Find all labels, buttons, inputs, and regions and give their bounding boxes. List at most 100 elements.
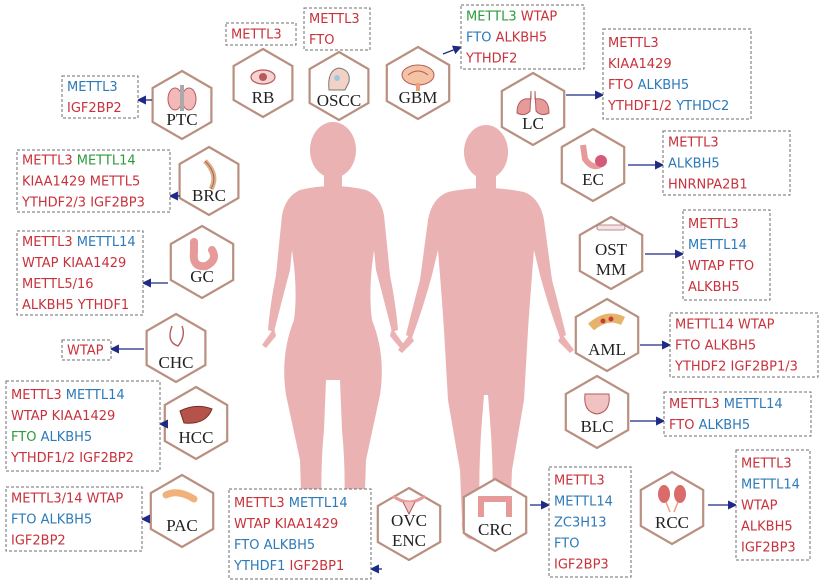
gene-line: WTAP <box>741 499 778 514</box>
gene-name: YTHDF1 <box>74 298 130 313</box>
gene-line: METTL3 <box>608 36 659 51</box>
hex-rb: RB <box>232 47 294 119</box>
gene-name: WTAP <box>67 344 104 359</box>
hex-shape <box>639 470 705 546</box>
gene-line: WTAP KIAA1429 <box>22 256 126 271</box>
gene-name: METTL3 <box>67 80 118 95</box>
gene-name: YTHDF1 <box>233 559 285 574</box>
gene-name: IGF2BP1/3 <box>726 360 797 375</box>
gene-name: IGF2BP1 <box>285 559 344 574</box>
box-border <box>662 130 791 196</box>
gene-line: METTL3 <box>67 80 118 95</box>
gene-name: FTO <box>554 537 579 552</box>
liver-icon <box>179 405 213 424</box>
gene-name: ALKBH5 <box>633 78 689 93</box>
gene-line: METTL3 <box>554 474 605 489</box>
arrow-gbm <box>442 45 463 55</box>
gene-name: FTO <box>608 78 633 93</box>
gene-name: IGF2BP2 <box>67 101 122 116</box>
hex-rcc: RCC <box>639 470 705 546</box>
gene-name: YTHDF2/3 <box>21 196 86 211</box>
hex-shape <box>145 312 207 384</box>
gene-line: METTL5/16 <box>22 277 94 292</box>
gene-box-chc: WTAP <box>61 339 112 361</box>
gene-box-rb: METTL3 <box>225 22 297 46</box>
gene-line: METTL3 METTL14 <box>669 397 783 412</box>
cancer-label: PAC <box>166 516 198 535</box>
box-border <box>548 466 632 578</box>
brain-icon <box>401 64 435 91</box>
gene-line: METTL14 WTAP <box>675 318 775 333</box>
cancer-label: LC <box>522 114 544 133</box>
gene-name: METTL3 <box>22 235 73 250</box>
cancer-label: HCC <box>179 428 214 447</box>
box-border <box>460 4 585 70</box>
gene-line: METTL3 <box>309 12 360 27</box>
gene-name: METTL14 <box>720 397 783 412</box>
hex-gbm: GBM <box>385 45 451 121</box>
gene-line: YTHDF2 <box>465 52 517 67</box>
gene-name: METTL3 <box>688 217 739 232</box>
pancreas-icon <box>162 489 198 503</box>
gene-line: ALKBH5 <box>668 157 720 172</box>
gene-line: ALKBH5 <box>688 280 740 295</box>
gene-name: YTHDF1/2 <box>607 99 672 114</box>
gene-name: KIAA1429 <box>608 57 672 72</box>
box-border <box>602 28 752 120</box>
gene-line: METTL14 <box>741 478 800 493</box>
gene-name: IGF2BP2 <box>75 451 134 466</box>
gene-line: KIAA1429 <box>608 57 672 72</box>
gene-line: METTL3 <box>231 28 282 43</box>
gene-line: METTL14 <box>688 238 747 253</box>
hex-shape <box>376 486 442 562</box>
box-border <box>303 7 371 51</box>
esophagus-icon <box>580 144 607 170</box>
hex-oscc: OSCC <box>308 50 370 122</box>
box-border <box>16 230 144 316</box>
gene-name: METTL3/14 <box>11 492 83 507</box>
gene-name: IGF2BP3 <box>741 541 796 556</box>
box-border <box>682 209 771 301</box>
cancer-label: EC <box>582 170 604 189</box>
box-border <box>225 22 297 46</box>
gene-line: WTAP FTO <box>688 259 754 274</box>
gene-line: IGF2BP2 <box>11 534 66 549</box>
hex-shape <box>178 145 240 217</box>
bile-duct-icon <box>169 325 185 347</box>
gene-name: METTL3 <box>668 136 719 151</box>
kidney-icon <box>658 485 686 513</box>
gene-name: FTO <box>11 513 36 528</box>
gene-name: METTL3 <box>608 36 659 51</box>
gene-name: IGF2BP3 <box>86 196 145 211</box>
gene-name: WTAP <box>234 517 271 532</box>
gene-name: FTO <box>725 259 755 274</box>
arrows <box>109 45 738 574</box>
gene-name: FTO <box>309 33 334 48</box>
bone-icon <box>596 224 626 231</box>
gene-name: METTL3 <box>554 474 605 489</box>
gene-name: METTL14 <box>675 318 734 333</box>
gene-name: METTL3 <box>669 397 720 412</box>
male-body-silhouette <box>398 125 574 540</box>
hex-ec: EC <box>560 127 626 203</box>
gene-name: METTL5/16 <box>22 277 94 292</box>
gene-name: FTO <box>669 418 694 433</box>
gene-name: ALKBH5 <box>688 280 740 295</box>
gene-name: HNRNPA2B1 <box>668 178 748 193</box>
box-border <box>228 488 372 580</box>
gene-line: METTL3/14 WTAP <box>11 492 123 507</box>
gene-line: FTO ALKBH5 <box>466 31 547 46</box>
gene-line: METTL3 WTAP <box>466 10 557 25</box>
gene-name: YTHDC2 <box>672 99 729 114</box>
gene-line: FTO ALKBH5 <box>669 418 750 433</box>
gene-name: METTL3 <box>741 457 792 472</box>
gene-name: METTL14 <box>285 496 348 511</box>
